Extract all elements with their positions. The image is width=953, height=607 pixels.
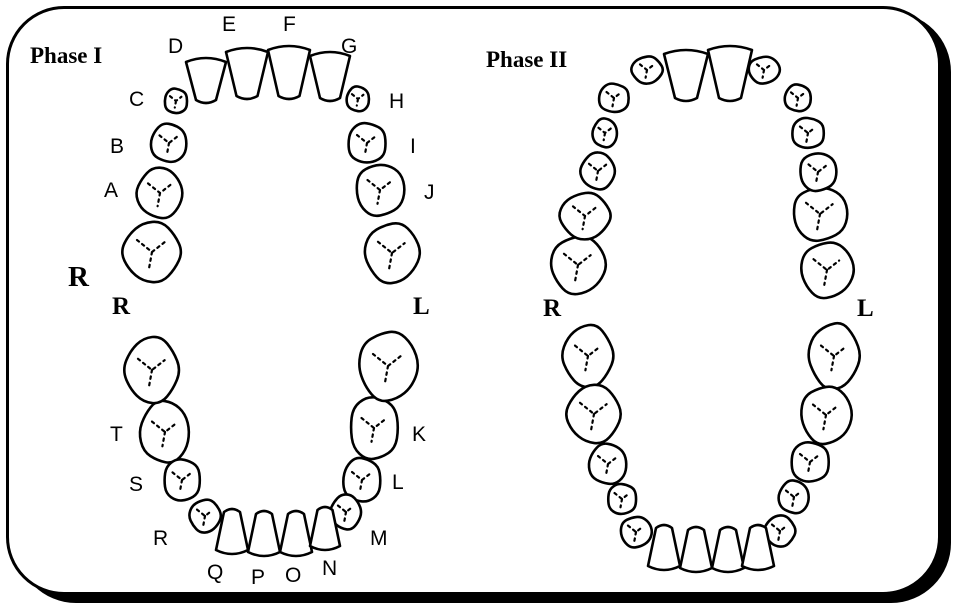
- tooth-label-D: D: [168, 36, 183, 57]
- phase2-lower-incisor-2: [680, 527, 712, 572]
- tooth-label-Q: Q: [207, 562, 223, 583]
- phase1-side-right: R: [112, 294, 130, 319]
- tooth-label-A: A: [104, 180, 118, 201]
- tooth-label-N: N: [322, 558, 337, 579]
- tooth-label-I: I: [410, 136, 416, 157]
- tooth-label-J: J: [424, 182, 435, 203]
- phase2-title: Phase II: [486, 48, 567, 71]
- phase1-side-left: L: [413, 294, 430, 319]
- tooth-label-L: L: [392, 472, 404, 493]
- tooth-label-G: G: [341, 36, 357, 57]
- phase1-title: Phase I: [30, 44, 102, 67]
- tooth-label-O: O: [285, 565, 301, 586]
- phase2-side-right: R: [543, 296, 561, 321]
- phase2-lower-incisor-3: [712, 527, 744, 572]
- tooth-label-F: F: [283, 14, 296, 35]
- phase1-upper-tooth-F: [268, 46, 310, 99]
- phase1-lower-tooth-O: [280, 511, 312, 556]
- tooth-label-B: B: [110, 136, 124, 157]
- tooth-label-R: R: [153, 528, 168, 549]
- phase1-lower-tooth-P: [248, 511, 280, 556]
- tooth-label-M: M: [370, 528, 388, 549]
- tooth-label-E: E: [222, 14, 236, 35]
- phase1-upper-tooth-G: [310, 52, 350, 101]
- tooth-label-T: T: [110, 424, 123, 445]
- tooth-label-S: S: [129, 474, 143, 495]
- phase1-side-right-extra: R: [68, 263, 89, 292]
- phase2-upper-incisor-2: [708, 46, 752, 101]
- phase2-upper-incisor-1: [664, 50, 708, 101]
- phase1-upper-tooth-D: [186, 58, 226, 103]
- phase1-upper-tooth-E: [226, 48, 268, 99]
- tooth-label-P: P: [251, 567, 265, 588]
- tooth-label-K: K: [412, 424, 426, 445]
- phase2-side-left: L: [857, 296, 874, 321]
- tooth-label-C: C: [129, 89, 144, 110]
- tooth-label-H: H: [389, 91, 404, 112]
